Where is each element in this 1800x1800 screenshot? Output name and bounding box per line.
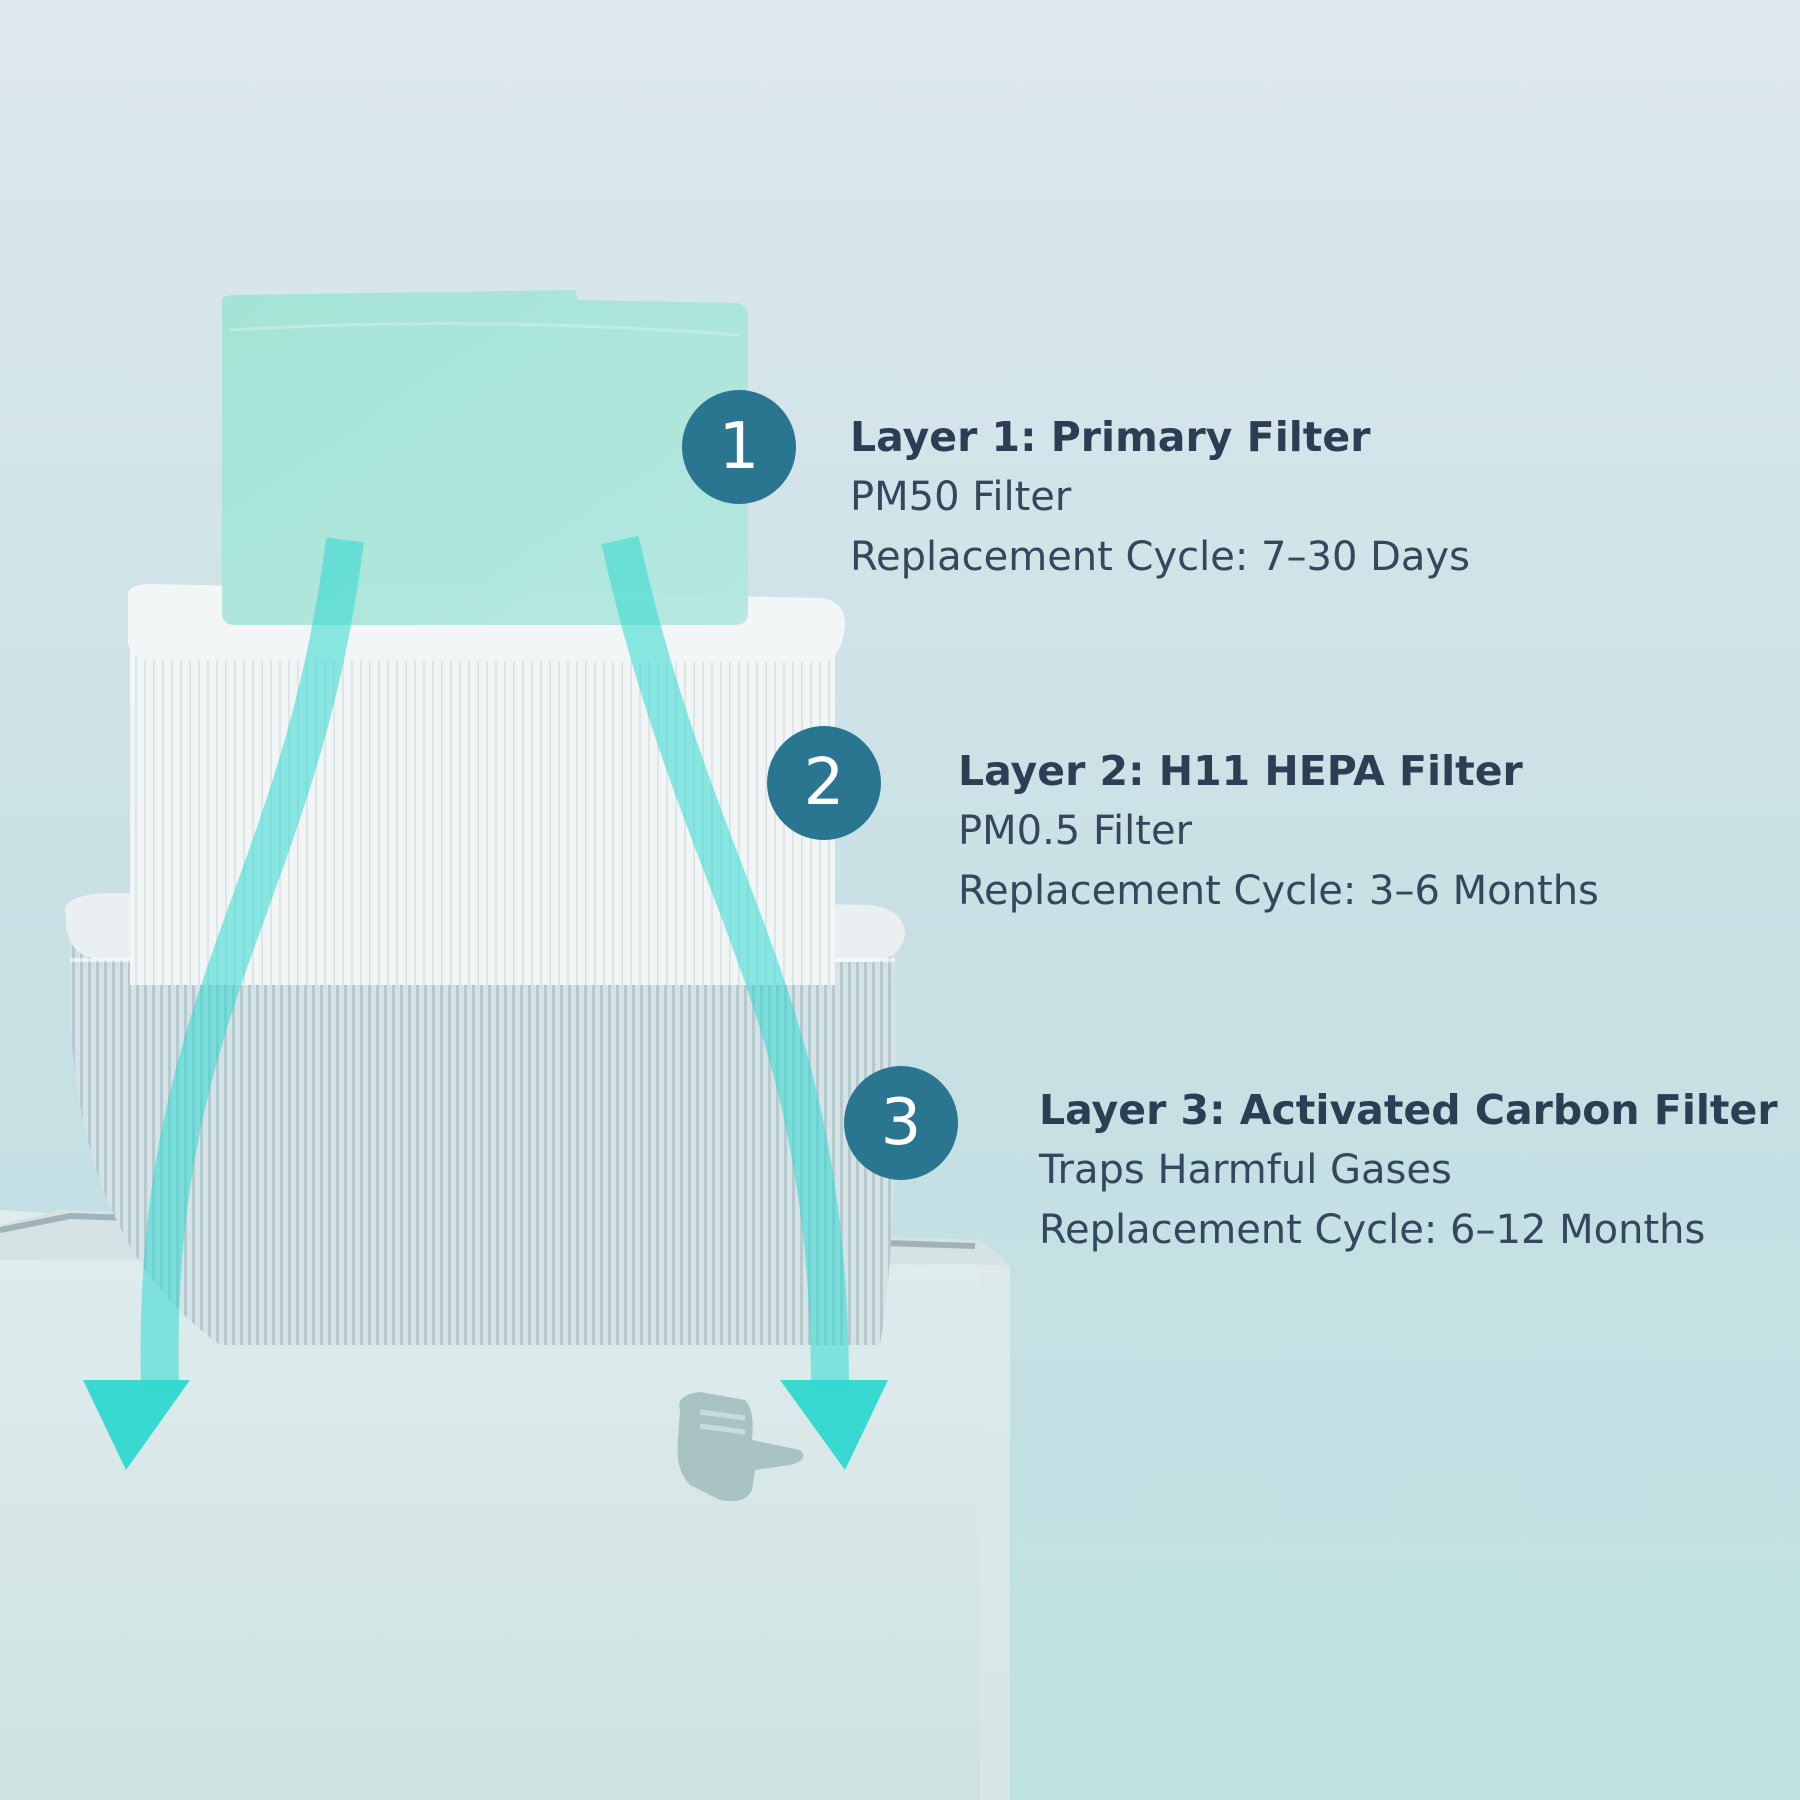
airflow-arrows	[83, 535, 888, 1470]
layer-2-title: Layer 2: H11 HEPA Filter	[958, 747, 1523, 795]
layer-1-detail: PM50 Filter	[850, 474, 1072, 520]
layer-3-cycle: Replacement Cycle: 6–12 Months	[1039, 1207, 1706, 1253]
layer-1-badge: 1	[682, 390, 796, 504]
arrow-head-right	[780, 1380, 888, 1470]
layer-1-cycle: Replacement Cycle: 7–30 Days	[850, 534, 1470, 580]
airflow-arrow-right	[601, 535, 849, 1391]
layer-1-title: Layer 1: Primary Filter	[850, 413, 1371, 461]
layer-2-badge: 2	[767, 726, 881, 840]
airflow-arrow-left	[140, 537, 364, 1391]
layer-3-description: Layer 3: Activated Carbon Filter Traps H…	[1039, 1080, 1778, 1260]
layer-2-cycle: Replacement Cycle: 3–6 Months	[958, 868, 1599, 914]
layer-1-description: Layer 1: Primary Filter PM50 Filter Repl…	[850, 407, 1470, 587]
primary-filter-layer	[222, 290, 748, 625]
layer-1-number: 1	[718, 410, 760, 484]
layer-3-badge: 3	[844, 1066, 958, 1180]
layer-2-description: Layer 2: H11 HEPA Filter PM0.5 Filter Re…	[958, 741, 1599, 921]
layer-2-number: 2	[803, 746, 845, 820]
latch-clip	[677, 1392, 804, 1502]
arrow-head-left	[83, 1380, 190, 1470]
layer-2-detail: PM0.5 Filter	[958, 808, 1193, 854]
layer-3-title: Layer 3: Activated Carbon Filter	[1039, 1086, 1778, 1134]
layer-3-detail: Traps Harmful Gases	[1039, 1147, 1452, 1193]
layer-3-number: 3	[880, 1086, 922, 1160]
